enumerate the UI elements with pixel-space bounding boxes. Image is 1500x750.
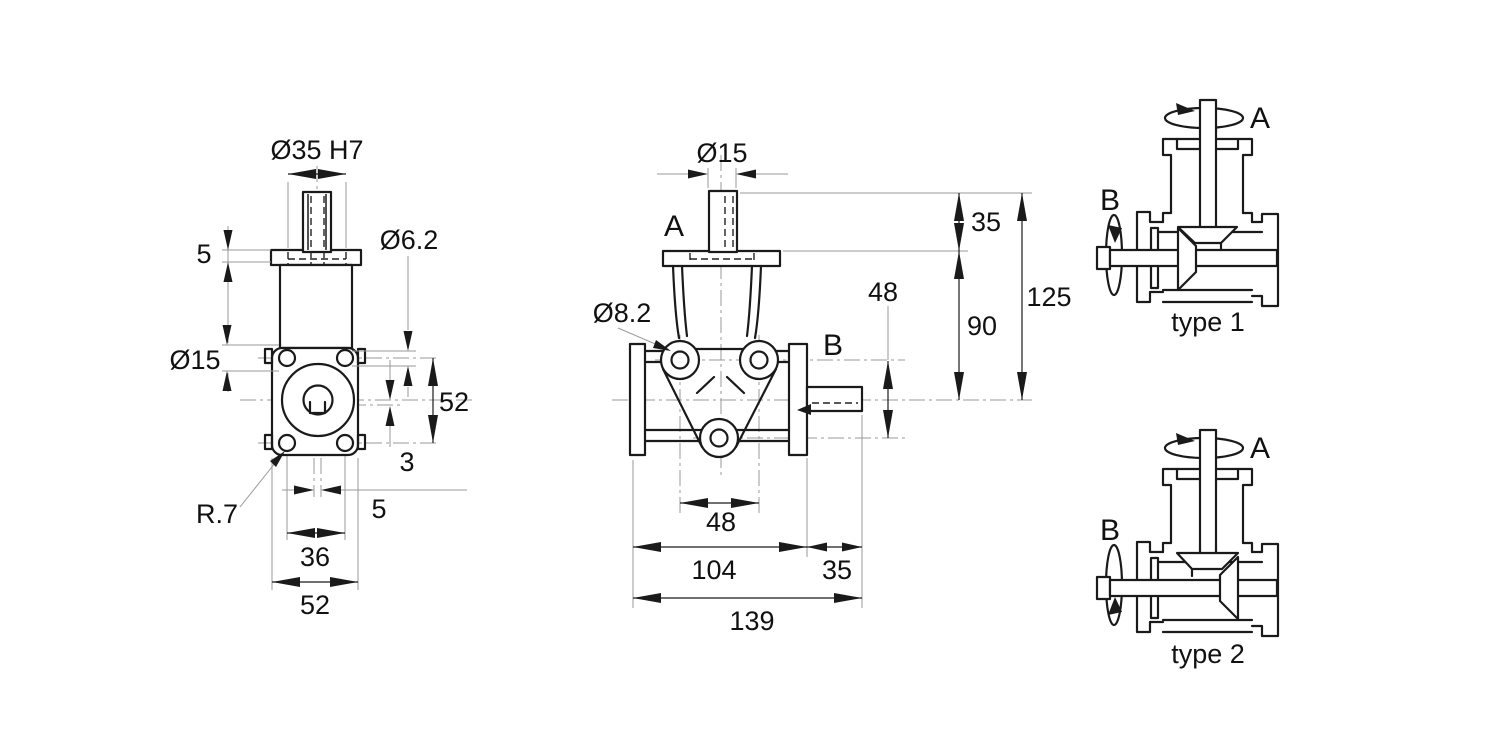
leader-arrow [270, 451, 285, 467]
dim-label-bolt-hole-dia: Ø6.2 [380, 225, 439, 255]
shaft-label-a: A [664, 210, 684, 243]
bevel-gear-pinion [1218, 555, 1240, 621]
side-view-dimensions [617, 168, 1032, 608]
dim-label-vertical-offset: 3 [399, 447, 414, 477]
variant-type1: A B type 1 [1095, 98, 1280, 337]
shaft-b-endcap [1095, 575, 1112, 601]
left-side-flange [628, 342, 647, 457]
input-flange-side [661, 249, 782, 268]
side-flange-tab [356, 433, 367, 451]
bevel-gear-crown [1175, 551, 1240, 571]
front-view-dimensions [222, 169, 467, 590]
dim-label-bolt-spacing-horizontal: 36 [300, 542, 330, 572]
side-flange-tab [263, 347, 274, 365]
dim-label-bore-fit: Ø35 H7 [270, 135, 363, 165]
bolt-hole [277, 433, 297, 453]
rotation-b-arrow [1108, 597, 1122, 615]
web-right-edge [734, 367, 778, 449]
variant-caption: type 1 [1171, 307, 1245, 337]
label-b: B [1100, 514, 1120, 547]
shaft-a-schematic [1198, 98, 1218, 230]
web-chamfer-mark [695, 375, 716, 395]
dim-label-flange-thickness: 5 [196, 239, 211, 269]
right-side-flange [787, 342, 809, 457]
leader-arrow [653, 340, 671, 351]
web-chamfer-mark [725, 375, 746, 395]
dim-label-horizontal-offset: 5 [371, 494, 386, 524]
label-a: A [1250, 102, 1270, 135]
shaft-label-b: B [823, 329, 843, 362]
front-view-geometry [263, 190, 367, 457]
body-wall [671, 264, 681, 340]
dim-label-mount-hole-dia: Ø8.2 [593, 298, 652, 328]
keyway-slot [308, 400, 327, 415]
shaft-b-endcap [1095, 245, 1112, 271]
dim-label-flange-to-axis: 90 [967, 311, 997, 341]
dim-label-overall-height: 125 [1026, 282, 1071, 312]
dim-label-output-shaft-length: 35 [822, 555, 852, 585]
front-view: Ø35 H7 5 Ø6.2 Ø15 52 3 5 36 52 R.7 [169, 135, 472, 620]
dim-label-overall-length: 139 [729, 606, 774, 636]
rotation-a-arrow [1176, 433, 1195, 445]
bolt-hole [277, 348, 297, 368]
label-b: B [1100, 184, 1120, 217]
bolt-hole [335, 433, 355, 453]
mount-hole [670, 350, 690, 370]
dim-label-shaft-protrusion: 35 [971, 207, 1001, 237]
mount-hole [749, 350, 769, 370]
dim-label-bolt-spacing-vertical: 52 [439, 387, 469, 417]
dim-label-input-shaft-dia: Ø15 [696, 138, 747, 168]
body-wall [680, 264, 689, 338]
rotation-b-arrow [1108, 225, 1122, 243]
dim-label-hole-spacing: 48 [706, 507, 736, 537]
side-view-geometry [628, 189, 864, 459]
output-shaft-side [805, 385, 864, 413]
side-flange-tab [356, 347, 367, 365]
mount-hole [709, 428, 729, 448]
dim-label-hole-offset-vertical: 48 [868, 277, 898, 307]
side-view: Ø15 A Ø8.2 B 48 35 90 125 48 104 35 139 [593, 138, 1072, 636]
variant-type2: A B type 2 [1095, 428, 1280, 669]
housing-body-front [278, 263, 354, 350]
input-shaft-front [301, 190, 333, 254]
body-wall [745, 264, 754, 338]
hidden-line-arrow [797, 404, 811, 415]
rotation-a-arrow [1176, 103, 1195, 115]
shaft-b-schematic [1108, 578, 1279, 598]
variant-caption: type 2 [1171, 639, 1245, 669]
bevel-gear-pinion [1176, 226, 1198, 292]
label-a: A [1250, 432, 1270, 465]
dim-label-corner-radius: R.7 [196, 499, 238, 529]
dim-label-flange-width: 52 [300, 590, 330, 620]
side-flange-tab [263, 433, 274, 451]
body-wall [753, 264, 763, 340]
shaft-a-schematic [1198, 428, 1218, 559]
web-left-edge [661, 367, 704, 449]
keyway-mask [310, 402, 325, 413]
dim-label-boss-dia: Ø15 [169, 345, 220, 375]
bolt-hole [335, 348, 355, 368]
dim-label-housing-length: 104 [691, 555, 736, 585]
